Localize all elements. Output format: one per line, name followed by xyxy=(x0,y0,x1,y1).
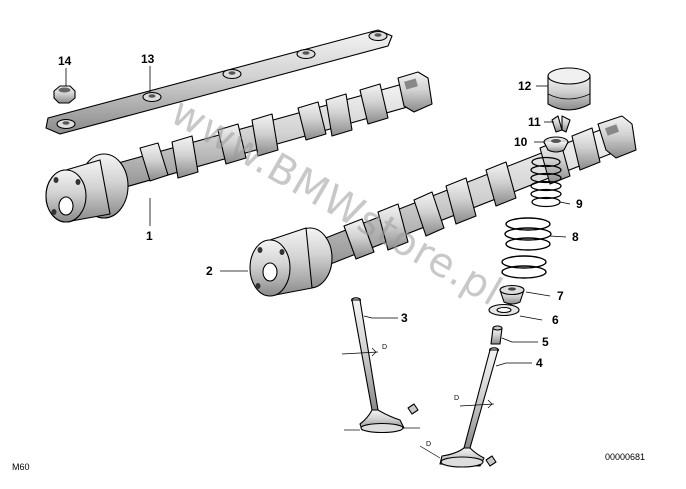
dimension-label-stem-left: D xyxy=(382,344,387,351)
callout-8: 8 xyxy=(572,230,579,244)
valve-collets xyxy=(551,115,571,133)
dimension-marks: D D D xyxy=(341,344,495,459)
dimension-label-stem-right: D xyxy=(454,395,459,402)
spring-retainer xyxy=(543,136,569,153)
model-code: M60 xyxy=(12,462,30,472)
valve-right xyxy=(439,347,500,468)
callout-13: 13 xyxy=(141,52,155,66)
callout-6: 6 xyxy=(552,313,559,327)
valve-left xyxy=(350,297,419,434)
callout-12: 12 xyxy=(518,79,532,93)
dimension-label-head-right: D xyxy=(426,441,431,448)
callout-1: 1 xyxy=(146,229,153,243)
bucket-tappet xyxy=(547,67,591,111)
callout-14: 14 xyxy=(58,54,72,68)
leader-lines xyxy=(65,66,571,367)
diagram-number: 00000681 xyxy=(605,452,645,462)
valve-guide xyxy=(490,325,503,345)
callout-5: 5 xyxy=(542,335,549,349)
outer-valve-spring xyxy=(501,217,552,279)
callout-10: 10 xyxy=(514,135,528,149)
bearing-bridge-rail xyxy=(45,29,393,135)
inner-valve-spring xyxy=(530,156,562,208)
callout-3: 3 xyxy=(401,311,408,325)
callout-labels: 1 2 3 4 5 6 7 8 9 10 11 12 13 14 xyxy=(58,52,583,370)
camshaft-upper xyxy=(45,71,433,223)
nut xyxy=(53,85,76,104)
spring-seat-washer xyxy=(488,303,520,317)
callout-7: 7 xyxy=(557,289,564,303)
callout-9: 9 xyxy=(576,197,583,211)
callout-2: 2 xyxy=(206,264,213,278)
callout-4: 4 xyxy=(536,356,543,370)
valve-stem-seal xyxy=(499,284,525,305)
callout-11: 11 xyxy=(528,115,541,129)
